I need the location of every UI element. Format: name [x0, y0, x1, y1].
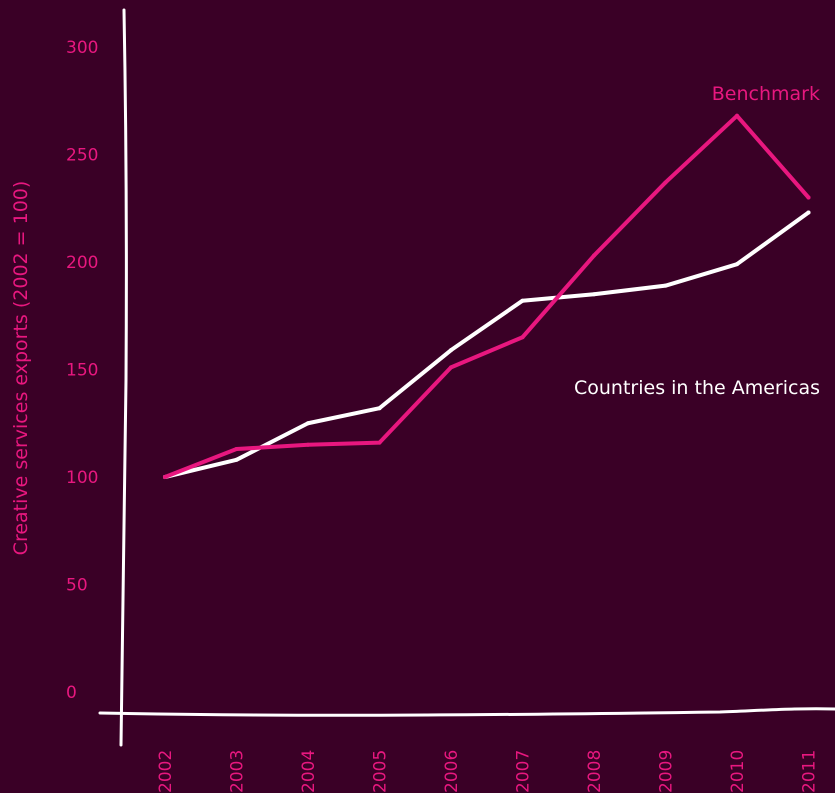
data-point — [735, 262, 739, 267]
data-point — [234, 457, 239, 462]
data-point — [306, 421, 310, 426]
data-point — [377, 406, 382, 411]
data-point — [306, 442, 310, 447]
x-tick-label: 2005 — [371, 750, 391, 793]
x-axis-line — [98, 707, 835, 717]
data-point — [806, 195, 811, 200]
x-tick-label: 2003 — [228, 750, 248, 793]
data-point — [592, 253, 596, 258]
data-point — [520, 298, 525, 303]
y-tick-label: 250 — [66, 146, 98, 166]
series-line — [163, 210, 811, 479]
x-tick-label: 2004 — [299, 750, 319, 793]
y-tick-labels: 0 50 100 150 200 250 300 — [66, 38, 98, 703]
axes — [98, 8, 835, 747]
y-tick-label: 300 — [66, 38, 98, 58]
data-point — [377, 440, 382, 445]
series-label-americas: Countries in the Americas — [574, 377, 820, 399]
data-point — [449, 365, 453, 370]
data-point — [234, 447, 239, 452]
data-point — [520, 335, 525, 340]
y-tick-label: 0 — [66, 683, 77, 703]
series-label-benchmark: Benchmark — [712, 83, 820, 105]
y-tick-label: 200 — [66, 253, 98, 273]
x-tick-label: 2008 — [585, 750, 605, 793]
data-point — [735, 113, 739, 118]
series-lines — [163, 113, 811, 479]
data-point — [163, 475, 167, 479]
y-tick-label: 150 — [66, 361, 98, 381]
x-tick-label: 2007 — [514, 750, 534, 793]
series-labels: Countries in the Americas Benchmark — [574, 83, 820, 399]
y-axis-line — [119, 8, 128, 747]
data-point — [663, 283, 668, 288]
data-point — [449, 348, 453, 353]
x-tick-label: 2006 — [442, 750, 462, 793]
x-tick-label: 2009 — [657, 750, 677, 793]
data-point — [592, 292, 596, 297]
x-tick-label: 2010 — [728, 750, 748, 793]
y-tick-label: 50 — [66, 576, 88, 596]
x-tick-labels: 2002 2003 2004 2005 2006 2007 2008 2009 2010 2011 — [156, 750, 820, 793]
y-tick-label: 100 — [66, 468, 98, 488]
x-tick-label: 2011 — [800, 750, 820, 793]
x-tick-label: 2002 — [156, 750, 176, 793]
y-axis-title: Creative services exports (2002 = 100) — [10, 181, 32, 556]
data-point — [663, 180, 668, 185]
data-point — [806, 210, 811, 215]
series-line — [163, 113, 811, 479]
